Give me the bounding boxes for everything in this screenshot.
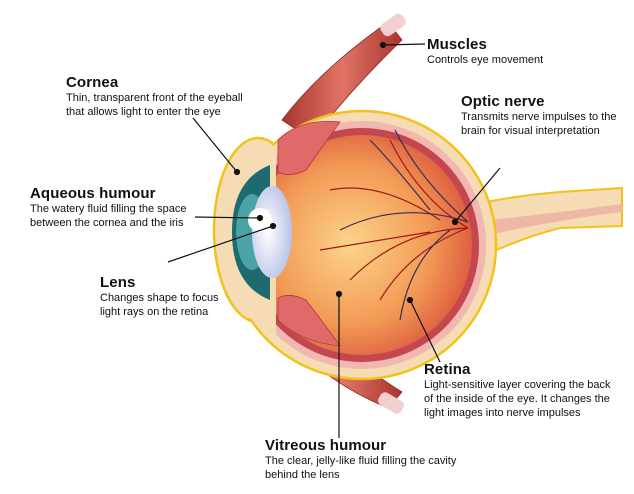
- label-desc: light images into nerve impulses: [424, 407, 581, 419]
- label-title: Vitreous humour: [265, 437, 387, 454]
- label-desc: Thin, transparent front of the eyeball: [66, 92, 243, 104]
- label-desc: The watery fluid filling the space: [30, 203, 187, 215]
- label-desc: Changes shape to focus: [100, 292, 219, 304]
- label-muscles: Muscles Controls eye movement: [427, 36, 543, 67]
- label-lens: Lens Changes shape to focus light rays o…: [100, 274, 219, 319]
- label-aqueous-humour: Aqueous humour The watery fluid filling …: [30, 185, 187, 230]
- label-optic-nerve: Optic nerve Transmits nerve impulses to …: [461, 93, 616, 138]
- label-title: Aqueous humour: [30, 185, 156, 202]
- label-desc: behind the lens: [265, 469, 340, 481]
- lens-shape: [252, 186, 292, 278]
- label-title: Retina: [424, 361, 471, 378]
- label-cornea: Cornea Thin, transparent front of the ey…: [66, 74, 243, 119]
- label-title: Cornea: [66, 74, 119, 91]
- label-desc: brain for visual interpretation: [461, 125, 600, 137]
- label-vitreous-humour: Vitreous humour The clear, jelly-like fl…: [265, 437, 456, 482]
- label-desc: of the inside of the eye. It changes the: [424, 393, 610, 405]
- label-desc: between the cornea and the iris: [30, 217, 184, 229]
- label-desc: The clear, jelly-like fluid filling the …: [265, 455, 457, 467]
- label-title: Optic nerve: [461, 93, 545, 110]
- label-desc: Transmits nerve impulses to the: [461, 111, 617, 123]
- label-retina: Retina Light-sensitive layer covering th…: [424, 361, 610, 420]
- label-desc: Controls eye movement: [427, 54, 544, 66]
- label-title: Muscles: [427, 36, 487, 53]
- label-desc: light rays on the retina: [100, 306, 209, 318]
- label-desc: Light-sensitive layer covering the back: [424, 379, 611, 391]
- label-desc: that allows light to enter the eye: [66, 106, 221, 118]
- label-title: Lens: [100, 274, 136, 291]
